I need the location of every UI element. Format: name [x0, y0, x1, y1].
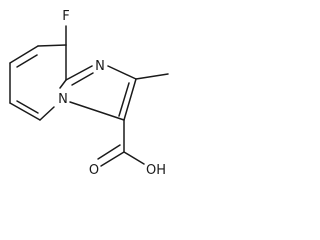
bridgehead-nitrogen-label: N [58, 92, 68, 107]
bond-c8a-n1 [65, 65, 93, 81]
bond-c3-n4 [69, 101, 125, 121]
bond-carbonyl-right [97, 144, 121, 160]
ring-nitrogen-label: N [95, 59, 105, 74]
bond-c7-c8 [9, 45, 39, 64]
hydroxyl-label: OH [146, 163, 166, 178]
molecule-structure: F N N O OH [9, 9, 169, 178]
bond-c8-ring-top [37, 44, 67, 47]
bond-c2-methyl [135, 73, 169, 80]
bond-n4-c5 [39, 106, 55, 121]
bond-c8a-n1-inner [71, 72, 94, 86]
bond-c2-c3 [123, 78, 137, 121]
carbonyl-oxygen-label: O [89, 163, 99, 178]
bond-carbonyl-left [100, 151, 125, 167]
bond-n1-c2 [107, 65, 137, 80]
bond-c8a-n4 [59, 79, 67, 89]
bond-c7-c8-inner [16, 54, 38, 68]
bond-c5-c6 [9, 102, 41, 121]
imidazole-ring [65, 65, 137, 121]
atom-labels: F N N O OH [58, 9, 166, 178]
bond-c6-c5-inner [16, 100, 39, 114]
carboxylic-acid-group [97, 119, 145, 167]
bond-carboxyl-oh [123, 151, 145, 165]
fluorine-label: F [62, 9, 69, 24]
pyridine-ring [9, 44, 67, 121]
bond-c2-c3-inner [118, 82, 130, 117]
